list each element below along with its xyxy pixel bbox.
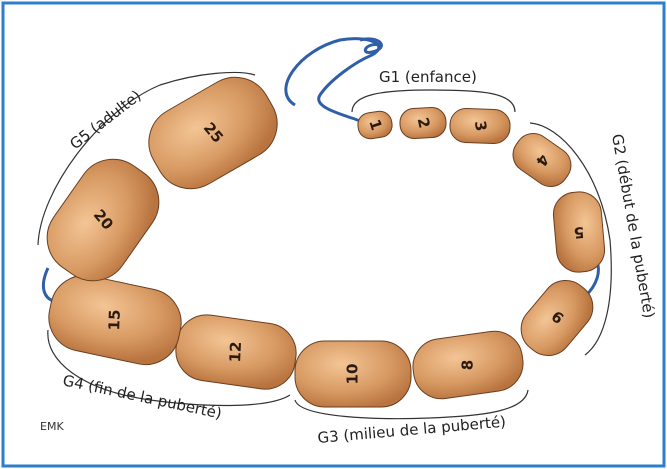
bead-number-10: 10 [344, 364, 362, 385]
bead-2: 2 [399, 107, 447, 139]
bead-number-12: 12 [226, 341, 245, 363]
bead-3: 3 [449, 108, 510, 144]
artist-signature: EMK [40, 420, 64, 433]
label-g1: G1 (enfance) [379, 68, 477, 86]
bead-number-5: 5 [573, 223, 585, 242]
bead-10: 10 [295, 341, 411, 407]
bead-number-8: 8 [458, 359, 476, 370]
bead-number-15: 15 [105, 309, 124, 330]
bead-5: 5 [552, 190, 607, 274]
